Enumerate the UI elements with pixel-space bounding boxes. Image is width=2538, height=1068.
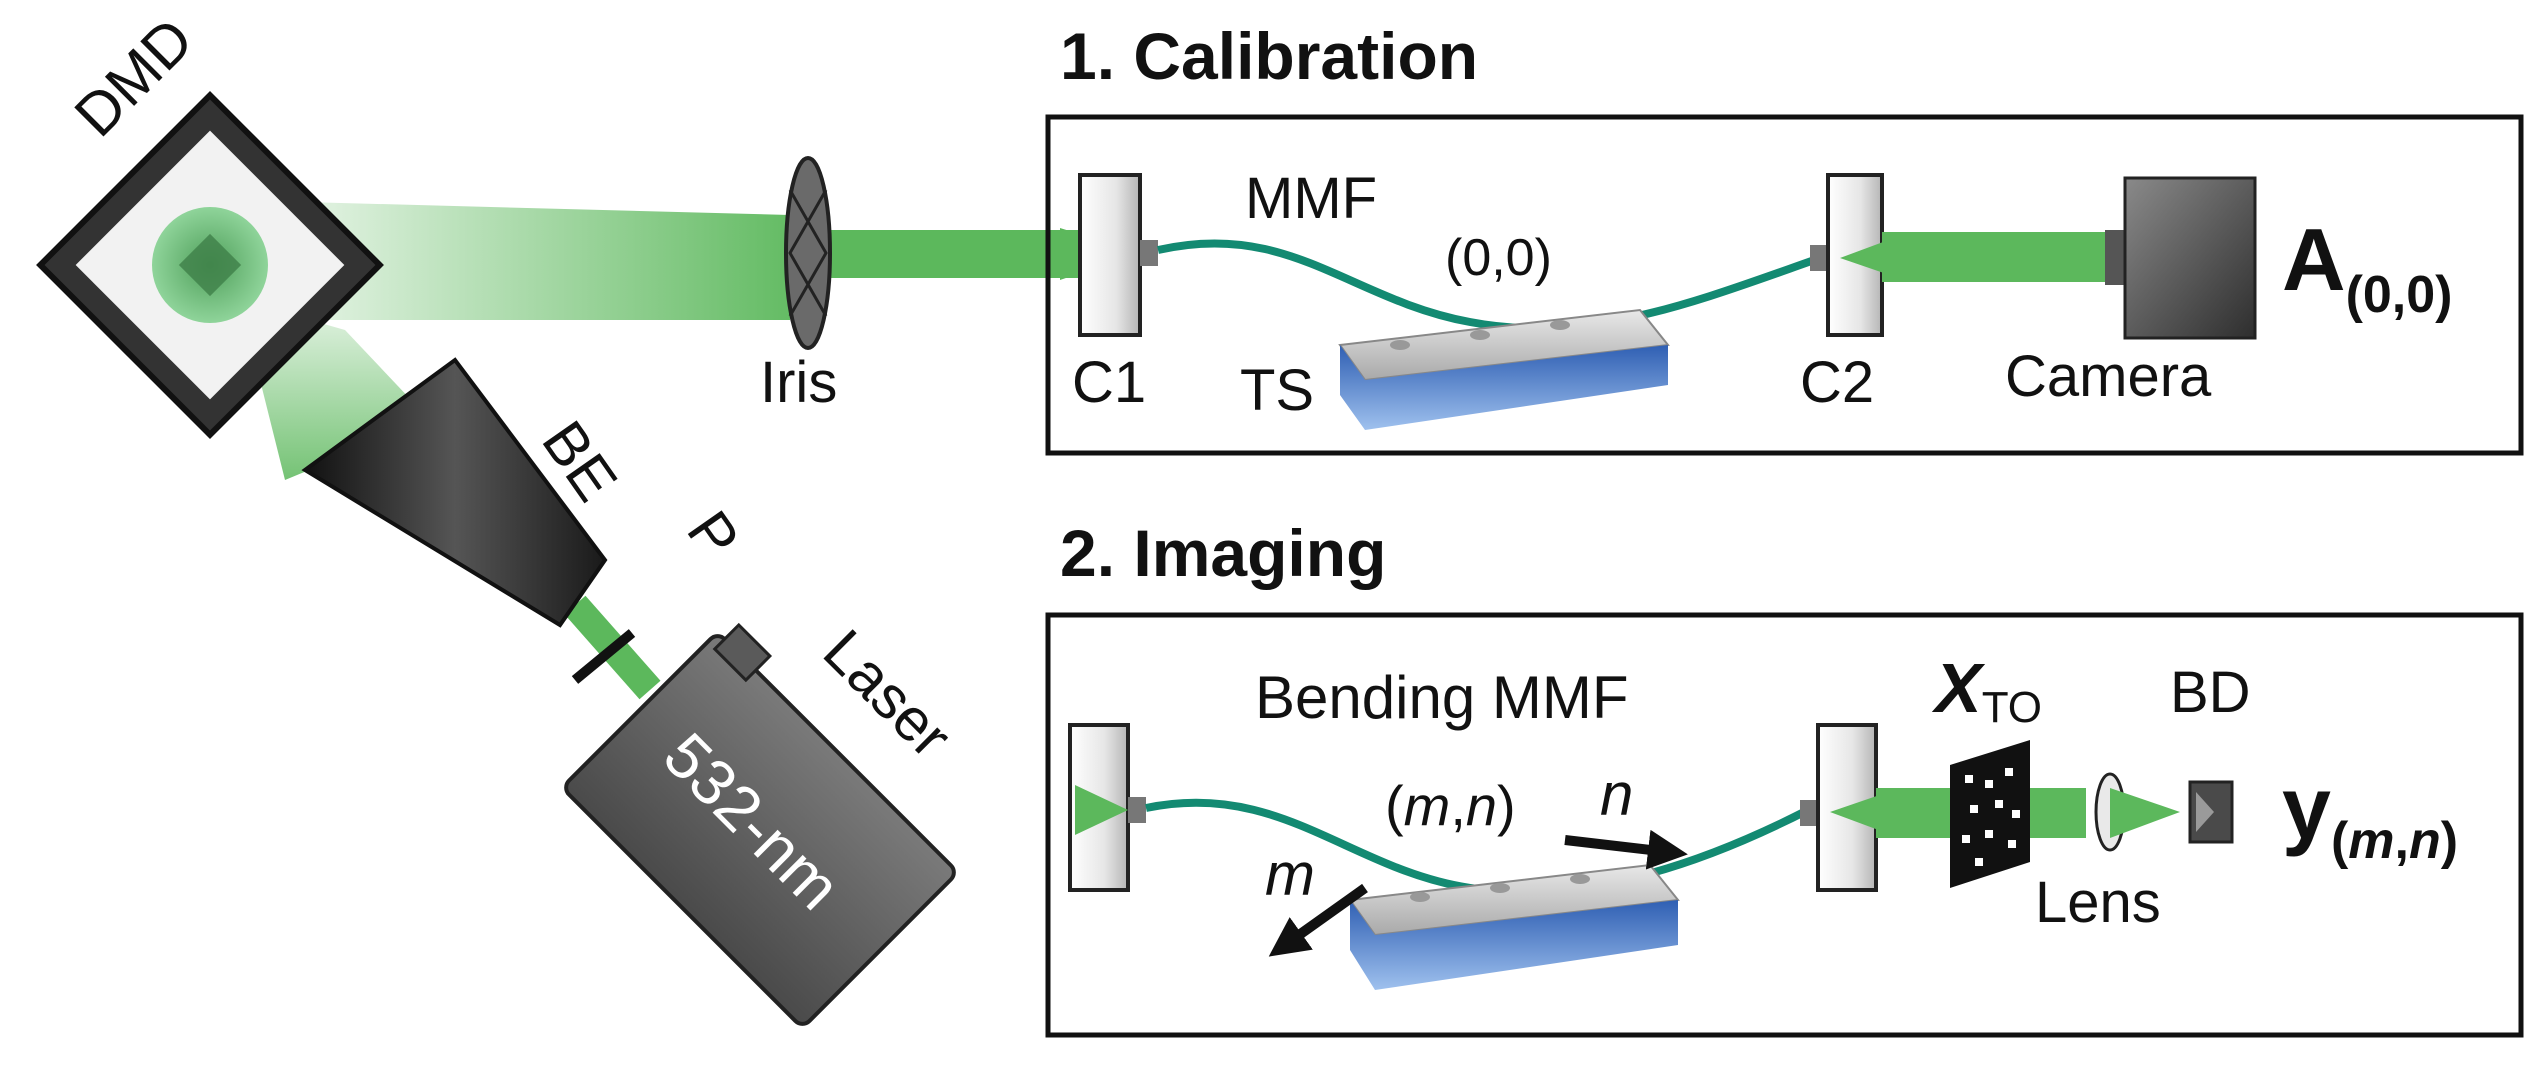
polarizer-icon [571,629,636,684]
c1-label: C1 [1072,350,1146,415]
c1-coupler [1078,173,1142,337]
imaging-position-label: (m,n) [1385,774,1516,837]
imaging-output-label: y(m,n) [2282,758,2458,870]
lens-label: Lens [2035,870,2161,935]
c2-label: C2 [1800,350,1874,415]
imaging-input-ferrule [1128,797,1146,823]
p-label: P [674,499,752,570]
imaging-output-ferrule [1800,800,1818,826]
c2-fiber-ferrule [1810,245,1828,271]
target-object-label: XTO [1931,649,2042,732]
bending-mmf-label: Bending MMF [1255,664,1628,731]
n-axis-label: n [1600,761,1633,828]
beam-expander-icon [301,357,608,628]
calibration-box [1045,114,2524,456]
imaging-box [1045,612,2524,1038]
camera-device [2105,176,2257,340]
camera-label: Camera [2005,344,2212,409]
c2-to-camera-beam [1882,232,2112,282]
mmf-label: MMF [1245,166,1377,231]
m-axis-label: m [1265,841,1315,908]
calibration-position-label: (0,0) [1445,229,1552,287]
dmd-device [36,91,384,439]
calibration-output-label: A(0,0) [2282,210,2452,324]
imaging-translation-stage [1348,863,1680,990]
c1-fiber-ferrule [1140,240,1158,266]
ts-label: TS [1240,358,1314,423]
imaging-section-title: 2. Imaging [1060,516,1387,590]
n-axis-arrow [1564,829,1688,870]
calibration-section-title: 1. Calibration [1060,19,1479,93]
calibration-fiber [1157,239,1822,333]
m-axis-arrow [1268,883,1368,957]
beam-dump-device [2188,780,2234,844]
iris-to-c1-beam [800,230,1090,278]
target-object-mask [1950,740,2030,888]
imaging-input-cone [1075,785,1128,835]
dmd-to-iris-beam [230,200,790,320]
laser-device [564,622,956,1026]
lens-focus-cone [2110,788,2180,838]
translation-stage [1338,308,1670,430]
bd-label: BD [2170,660,2251,725]
iris-label: Iris [760,350,837,415]
iris-icon [784,156,832,350]
